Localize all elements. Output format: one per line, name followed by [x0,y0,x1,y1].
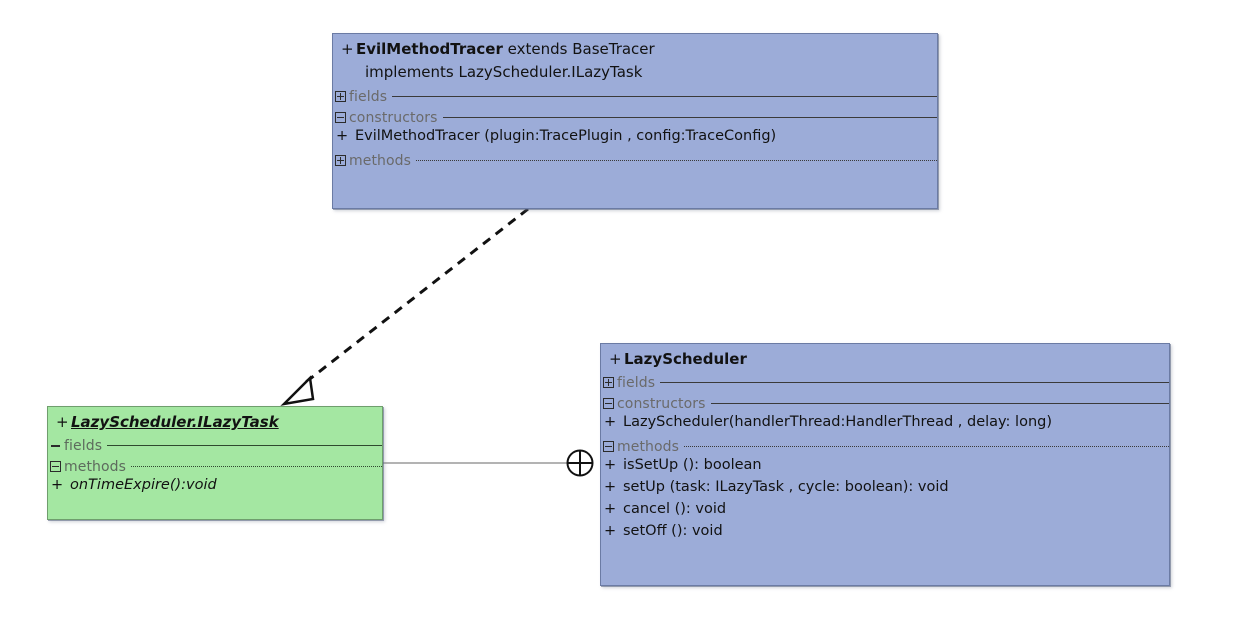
section-divider [442,116,937,119]
realization-dashed-line [305,207,529,384]
section-constructors[interactable]: constructors [333,107,937,128]
section-fields[interactable]: fields [601,372,1169,393]
visibility-marker: + [341,40,354,58]
member-signature: setUp (task: ILazyTask , cycle: boolean)… [623,479,949,495]
member-row[interactable]: + cancel (): void [601,501,1169,523]
member-signature: isSetUp (): boolean [623,457,762,473]
member-visibility: + [51,477,64,493]
member-visibility: + [604,479,617,495]
expand-plus-icon[interactable] [603,377,614,388]
section-label-constructors: constructors [349,109,438,126]
collapse-minus-icon[interactable] [50,461,61,472]
member-row[interactable]: + isSetUp (): boolean [601,457,1169,479]
section-methods[interactable]: methods [48,456,382,477]
section-label-methods: methods [617,438,680,455]
interface-box-lazy-task[interactable]: +LazyScheduler.ILazyTask fields methods … [47,406,383,520]
visibility-marker: + [609,350,622,368]
interface-name: LazyScheduler.ILazyTask [71,413,279,431]
class-implements-label: implements LazyScheduler.ILazyTask [365,63,643,81]
section-label-fields: fields [64,437,103,454]
collapse-minus-icon[interactable] [335,112,346,123]
section-divider [660,381,1169,384]
class-box-evil-method-tracer[interactable]: +EvilMethodTracer extends BaseTracer imp… [332,33,938,209]
collapse-minus-icon[interactable] [603,441,614,452]
member-visibility: + [604,414,617,430]
member-visibility: + [604,457,617,473]
circle-plus-icon [566,449,594,477]
class-name: LazyScheduler [624,350,747,368]
expand-plus-icon[interactable] [335,155,346,166]
member-row[interactable]: + setUp (task: ILazyTask , cycle: boolea… [601,479,1169,501]
section-label-methods: methods [349,152,412,169]
collapse-minus-icon[interactable] [603,398,614,409]
class-box-lazy-scheduler[interactable]: +LazyScheduler fields constructors + Laz… [600,343,1170,586]
class-title-lazy-scheduler: +LazyScheduler [601,344,1169,372]
section-divider [131,465,382,468]
section-divider [684,445,1169,448]
member-signature: cancel (): void [623,501,727,517]
member-visibility: + [604,501,617,517]
section-methods[interactable]: methods [601,436,1169,457]
section-fields[interactable]: fields [333,86,937,107]
class-extends-label: extends BaseTracer [507,40,655,58]
section-divider [416,159,937,162]
member-row[interactable]: + LazyScheduler(handlerThread:HandlerThr… [601,414,1169,436]
member-row[interactable]: + EvilMethodTracer (plugin:TracePlugin ,… [333,128,937,150]
member-visibility: + [604,523,617,539]
interface-title-lazy-task: +LazyScheduler.ILazyTask [48,407,382,435]
section-constructors[interactable]: constructors [601,393,1169,414]
section-fields[interactable]: fields [48,435,382,456]
visibility-marker: + [56,413,69,431]
member-signature: LazyScheduler(handlerThread:HandlerThrea… [623,414,1053,430]
section-divider [392,95,937,98]
member-signature: onTimeExpire():void [70,477,217,493]
section-label-constructors: constructors [617,395,706,412]
member-signature: EvilMethodTracer (plugin:TracePlugin , c… [355,128,777,144]
dash-icon[interactable] [50,440,61,451]
member-signature: setOff (): void [623,523,723,539]
class-name: EvilMethodTracer [356,40,503,58]
section-label-methods: methods [64,458,127,475]
section-label-fields: fields [349,88,388,105]
member-row[interactable]: + setOff (): void [601,523,1169,545]
realization-arrowhead-icon [280,375,315,406]
expand-plus-icon[interactable] [335,91,346,102]
class-title-evil-method-tracer: +EvilMethodTracer extends BaseTracer [333,34,937,62]
section-methods[interactable]: methods [333,150,937,171]
member-row[interactable]: + onTimeExpire():void [48,477,382,499]
member-visibility: + [336,128,349,144]
section-label-fields: fields [617,374,656,391]
section-divider [710,402,1169,405]
section-divider [107,444,382,447]
